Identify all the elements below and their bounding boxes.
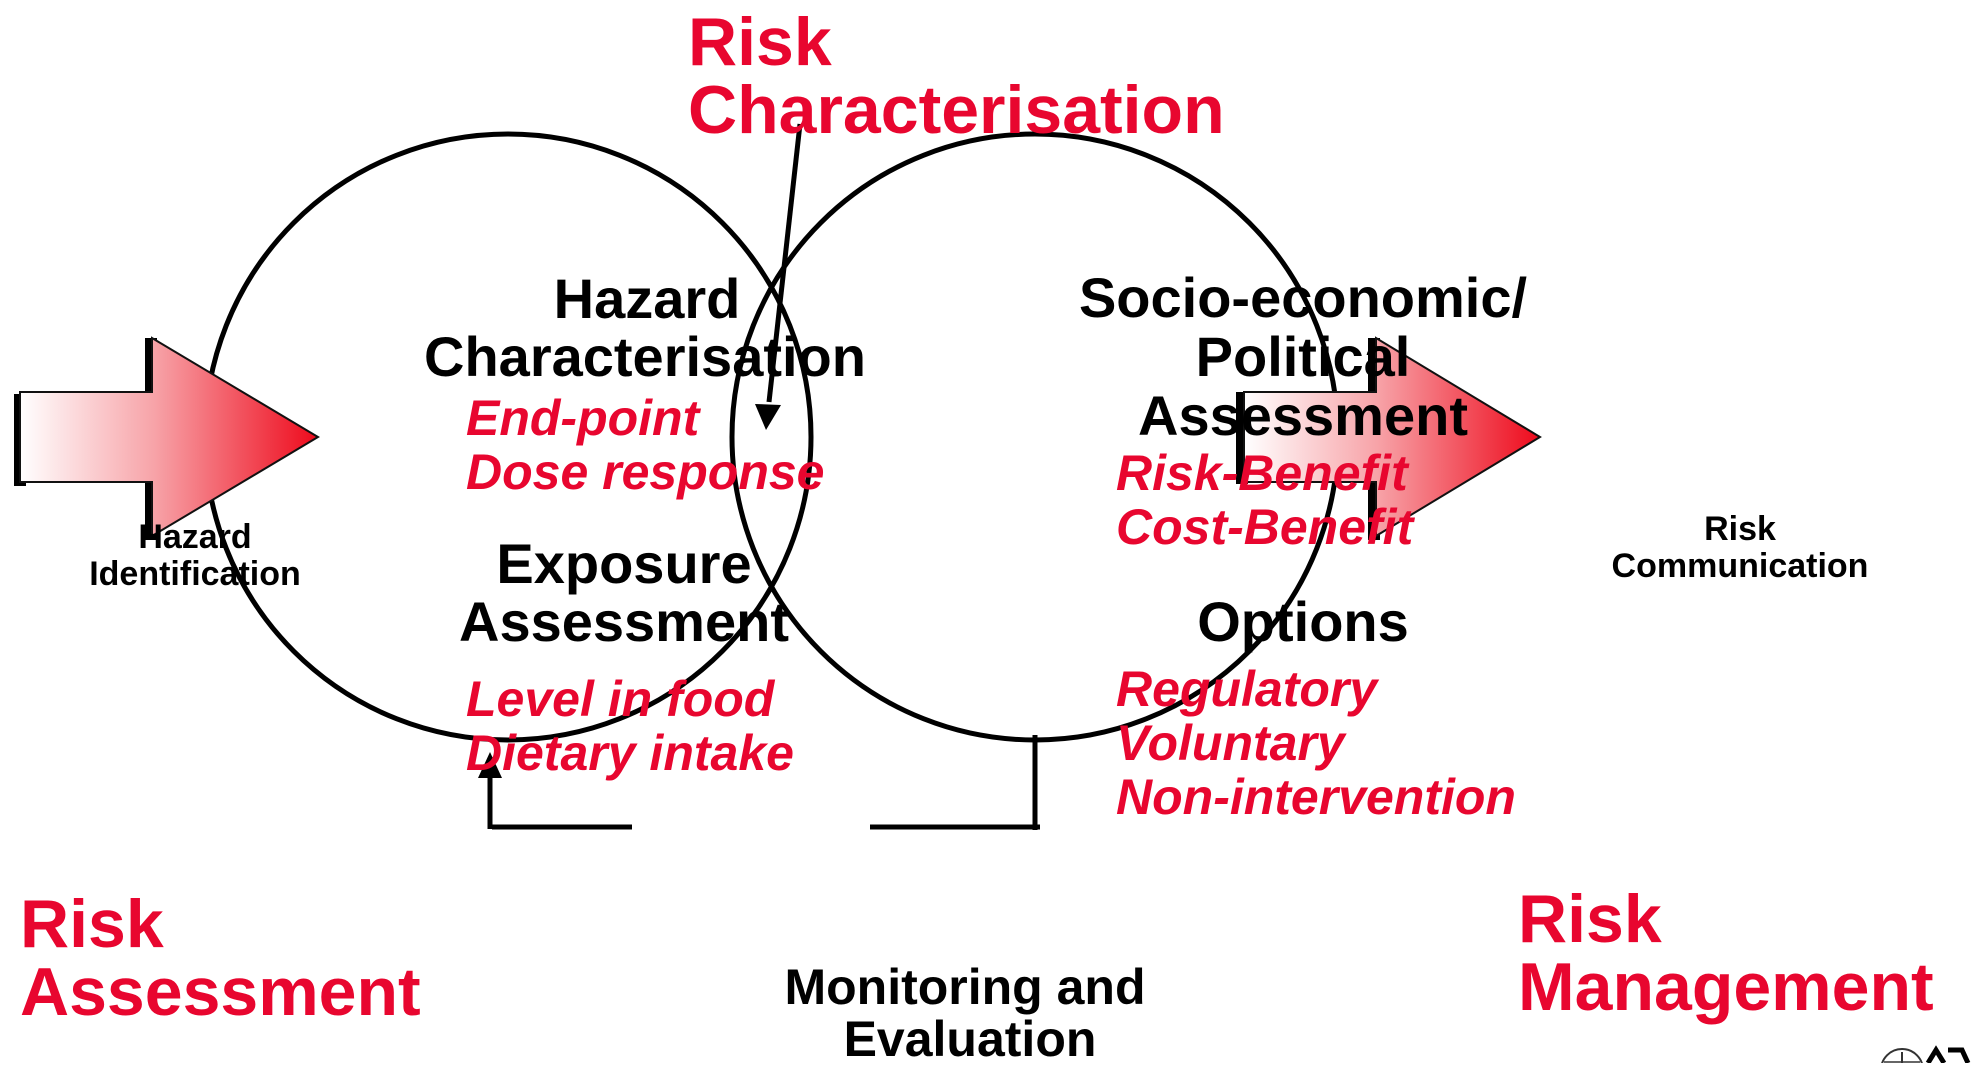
risk-communication-line2: Communication <box>1611 547 1869 586</box>
option-item-non-intervention: Non-intervention <box>1116 769 1516 825</box>
hazard-identification-line2: Identification <box>89 555 301 594</box>
socio-economic-heading2: Political <box>1195 325 1411 388</box>
risk-communication-line1: Risk <box>1704 510 1776 548</box>
risk-characterisation-line1: Risk <box>688 4 832 80</box>
options-heading: Options <box>1197 590 1409 653</box>
exposure-item-level-in-food: Level in food <box>466 671 775 727</box>
socio-economic-heading3: Assessment <box>1138 384 1468 447</box>
assessment-item-cost-benefit: Cost-Benefit <box>1116 499 1414 555</box>
exposure-assessment-heading1: Exposure <box>496 532 752 595</box>
assessment-item-risk-benefit: Risk-Benefit <box>1116 445 1408 501</box>
monitoring-feedback-loop <box>478 735 1040 830</box>
organization-logo <box>1881 1045 1971 1063</box>
risk-management-line1: Risk <box>1518 881 1662 957</box>
risk-management-line2: Management <box>1518 949 1934 1025</box>
hazard-identification-label: Hazard Identification <box>89 518 301 594</box>
hazard-characterisation-heading1: Hazard <box>553 267 741 330</box>
option-item-voluntary: Voluntary <box>1116 715 1345 771</box>
risk-characterisation-label: Risk Characterisation <box>688 8 1225 144</box>
risk-assessment-line1: Risk <box>20 886 164 962</box>
risk-management-label: Risk Management <box>1518 885 1934 1021</box>
risk-communication-label: Risk Communication <box>1611 510 1869 586</box>
characterisation-pointer-arrow <box>755 123 803 430</box>
risk-assessment-label: Risk Assessment <box>20 890 421 1026</box>
hazard-identification-line1: Hazard <box>138 518 252 556</box>
hazard-characterisation-heading2: Characterisation <box>424 325 866 388</box>
hazard-identification-arrow <box>14 336 320 540</box>
exposure-assessment-heading2: Assessment <box>459 590 789 653</box>
risk-characterisation-line2: Characterisation <box>688 72 1225 148</box>
monitoring-evaluation-line2: Evaluation <box>843 1011 1097 1067</box>
risk-assessment-line2: Assessment <box>20 954 421 1030</box>
monitoring-evaluation-line1: Monitoring and <box>784 959 1146 1015</box>
risk-communication-arrow <box>1236 336 1542 540</box>
socio-economic-heading1: Socio-economic/ <box>1078 266 1528 329</box>
hazard-item-dose-response: Dose response <box>466 444 825 500</box>
option-item-regulatory: Regulatory <box>1116 661 1378 717</box>
exposure-item-dietary-intake: Dietary intake <box>466 725 794 781</box>
hazard-item-end-point: End-point <box>466 390 700 446</box>
